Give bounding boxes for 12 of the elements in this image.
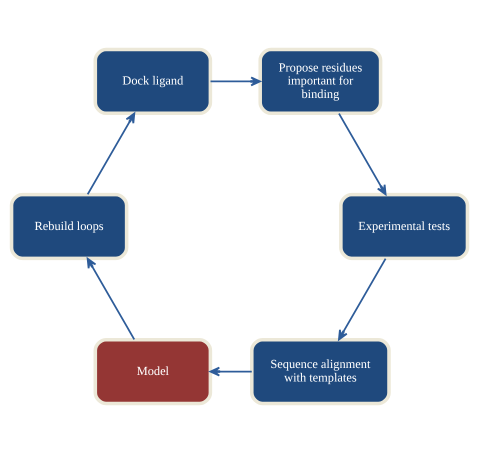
node-box: Dock ligand [94,47,212,115]
arrow [86,257,136,340]
arrow [210,366,252,376]
arrow [338,112,386,195]
arrow [210,76,261,86]
node-box: Propose residues important for binding [258,47,382,115]
node-box: Rebuild loops [10,192,128,260]
node-box: Sequence alignment with templates [250,337,391,405]
arrow [86,112,136,194]
arrow [338,258,386,340]
node-box: Experimental tests [339,192,470,260]
node-box: Model [94,337,212,405]
